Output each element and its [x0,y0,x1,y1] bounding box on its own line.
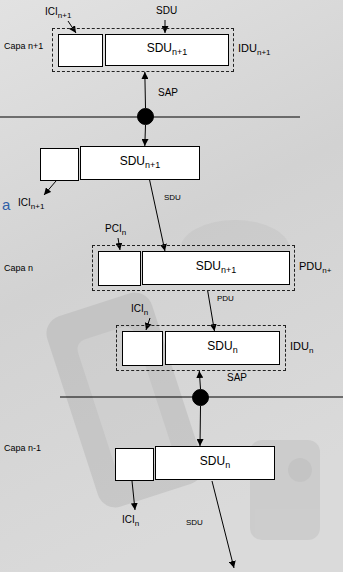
node-label: SDUn [207,340,237,356]
label-text: SDU [156,5,177,16]
label-text: SAP [227,372,247,383]
text-label: Capa n [4,264,33,274]
label-text: ICI [131,303,144,314]
label-subscript: n [144,308,148,317]
node-label: SDUn+1 [120,155,161,171]
label-subscript: n [309,346,313,355]
label-text: SDU [200,454,225,468]
node-label: PDUn+ [299,260,331,276]
text-label: Capa n-1 [4,444,41,454]
text-label: a [2,197,10,214]
data-box: SDUn+1 [80,146,200,180]
label-text: IDU [290,340,309,352]
text-label: PCIn [105,223,126,238]
connector-arrow [200,406,202,446]
connector-arrow [144,125,146,146]
leader-arrow [44,20,234,568]
label-subscript: n+1 [221,265,236,275]
dashed-unit-box: IDUn+1SDUn+1 [52,28,234,72]
label-subscript: n+1 [257,48,271,57]
label-subscript: n [225,460,230,470]
label-text: PCI [105,223,122,234]
node-label: SDUn+1 [147,42,188,58]
text-label: SDU [156,5,177,16]
edge-label: PDU [217,295,234,304]
label-text: ICI [18,197,31,208]
label-text: SDU [207,339,232,353]
label-text: SDU [147,41,172,55]
node-label: SAP [158,87,178,98]
data-box: SDUn+1 [105,34,229,66]
text-label: ICIn [122,514,139,529]
connector-arrow [144,72,146,108]
label-text: Capa n [4,263,33,273]
label-subscript: n [233,345,238,355]
dashed-unit-box: IDUnSDUn [116,325,286,371]
label-text: ICI [45,6,58,17]
label-text: PDU [299,260,322,272]
node-label: IDUn+1 [238,42,271,58]
data-box: SDUn+1 [142,251,290,285]
text-label: SDU [186,519,203,528]
data-box: SDUn [165,331,280,365]
label-text: SDU [196,259,221,273]
label-subscript: n+1 [145,160,160,170]
label-subscript: n [122,228,126,237]
label-subscript: n+1 [58,11,72,20]
text-label: Capa n+1 [4,42,43,52]
data-box: SDUn [155,446,275,480]
label-subscript: n [135,519,139,528]
edge-label: SDU [164,194,181,203]
label-subscript: n+ [322,266,331,275]
text-label: ICIn [131,303,148,318]
node-label: SDUn+1 [196,260,237,276]
label-text: Capa n-1 [4,443,41,453]
label-text: a [2,196,10,213]
connector-arrow [150,180,165,251]
dashed-unit-box: PDUn+SDUn+1 [92,245,295,291]
node-label: SDUn [200,455,230,471]
label-text: SDU [186,518,203,527]
label-text: Capa n+1 [4,41,43,51]
connector-arrow [199,371,200,389]
sap-circle: SAP [137,108,154,125]
sap-circle: SAP [192,389,209,406]
node-label: IDUn [290,340,313,356]
label-text: ICI [122,514,135,525]
label-subscript: n+1 [31,202,45,211]
label-text: IDU [238,42,257,54]
label-text: SDU [120,154,145,168]
connector-photo [42,220,320,540]
label-subscript: n+1 [172,47,187,57]
text-label: ICIn+1 [45,6,71,21]
node-label: SAP [227,372,247,383]
text-label: ICIn+1 [18,197,44,212]
label-text: SAP [158,87,178,98]
